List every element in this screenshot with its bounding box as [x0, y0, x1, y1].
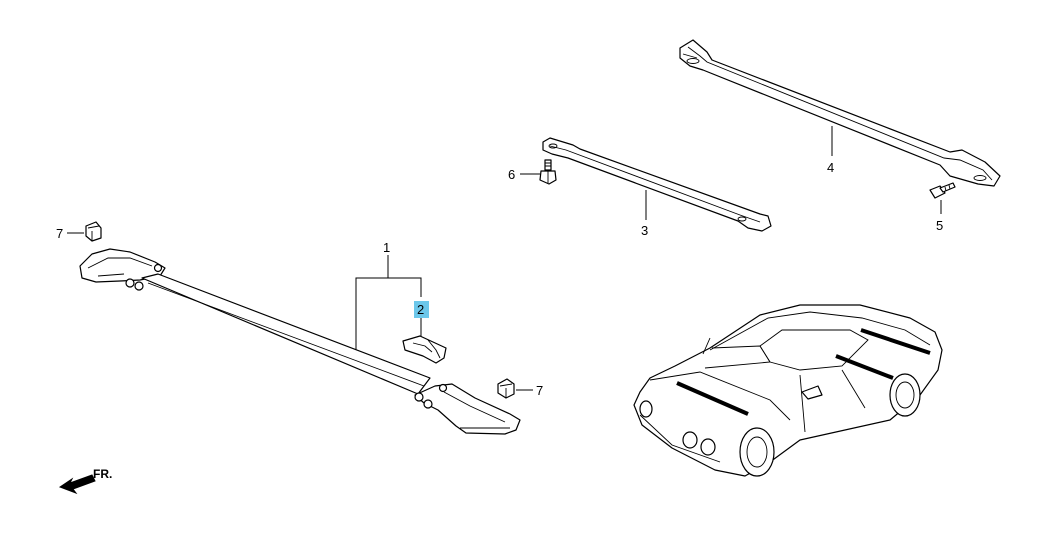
label-6[interactable]: 6 [508, 167, 515, 182]
part-3-brace[interactable] [542, 137, 772, 232]
label-1[interactable]: 1 [383, 240, 390, 255]
front-arrow-label: FR. [93, 467, 112, 481]
label-4[interactable]: 4 [827, 160, 834, 175]
part-2-emblem-plate[interactable] [402, 335, 447, 364]
label-7b[interactable]: 7 [536, 383, 543, 398]
label-7a[interactable]: 7 [56, 226, 63, 241]
part-1-front-strut-bar[interactable] [79, 248, 521, 435]
label-2-highlight [414, 301, 429, 318]
part-6-bolt[interactable] [539, 159, 557, 185]
front-direction-arrow: FR. [58, 467, 112, 495]
label-3[interactable]: 3 [641, 223, 648, 238]
car-illustration [633, 304, 943, 477]
part-4-rear-strut-bar[interactable] [679, 39, 1001, 187]
label-2[interactable]: 2 [417, 302, 424, 317]
part-7-nut-right[interactable] [497, 378, 515, 399]
part-5-bolt[interactable] [929, 182, 956, 199]
part-7-nut-left[interactable] [85, 221, 102, 242]
label-5[interactable]: 5 [936, 218, 943, 233]
